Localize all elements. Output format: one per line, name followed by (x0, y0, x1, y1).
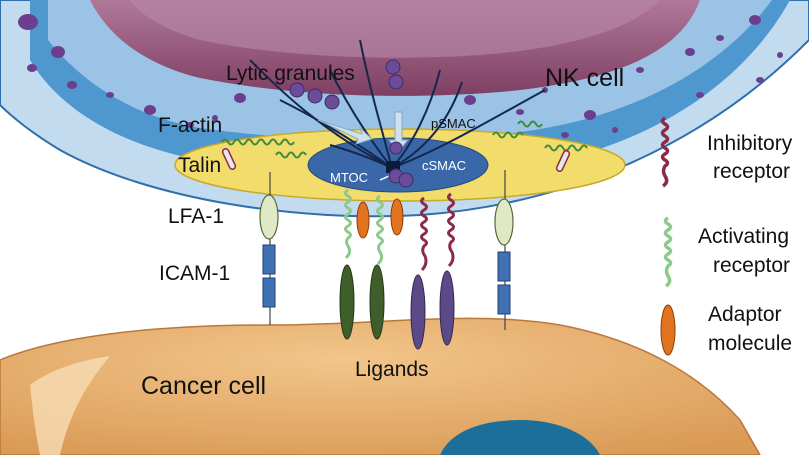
label-ligands: Ligands (355, 358, 429, 381)
activating-receptors (344, 188, 384, 266)
icam1-left-lower (262, 277, 276, 308)
legend-activating-line2: receptor (713, 254, 790, 277)
label-csmac: cSMAC (422, 158, 466, 173)
inhibitory-receptors (420, 192, 455, 272)
legend-adaptor-line1: Adaptor (708, 303, 782, 326)
legend-activating-line1: Activating (698, 225, 789, 248)
legend-inhibitory-line2: receptor (713, 160, 790, 183)
label-psmac: pSMAC (431, 116, 476, 131)
cancer-cell-highlight (30, 356, 110, 455)
legend-adaptor-icon (660, 304, 676, 356)
cancer-nucleus (440, 420, 600, 455)
legend-inhibitory-icon (660, 116, 670, 188)
label-f-actin: F-actin (158, 114, 222, 137)
label-icam1: ICAM-1 (159, 262, 230, 285)
nk-nucleus-highlight (130, 0, 660, 58)
icam1-right-upper (497, 251, 511, 282)
label-lfa1: LFA-1 (168, 205, 224, 228)
lfa1-icam1-right (494, 170, 514, 330)
legend-inhibitory-line1: Inhibitory (707, 132, 793, 155)
lfa1-left (259, 194, 279, 240)
ligands (339, 264, 455, 350)
label-nk-cell: NK cell (545, 64, 624, 92)
legend-adaptor-line2: molecule (708, 332, 792, 355)
legend-activating-icon (663, 216, 673, 288)
label-talin: Talin (178, 154, 221, 177)
lfa1-icam1-left (259, 172, 279, 325)
cancer-cell-body (0, 317, 761, 455)
cancer-cell (0, 317, 761, 455)
nk-vesicles (18, 14, 783, 138)
icam1-left-upper (262, 244, 276, 275)
adaptor-molecules (356, 198, 404, 239)
lytic-granules (289, 59, 414, 188)
icam1-right-lower (497, 284, 511, 315)
label-mtoc: MTOC (330, 170, 368, 185)
label-lytic-granules: Lytic granules (226, 62, 355, 85)
talin-rods (221, 147, 571, 173)
lfa1-right (494, 198, 514, 246)
label-cancer-cell: Cancer cell (141, 372, 266, 400)
